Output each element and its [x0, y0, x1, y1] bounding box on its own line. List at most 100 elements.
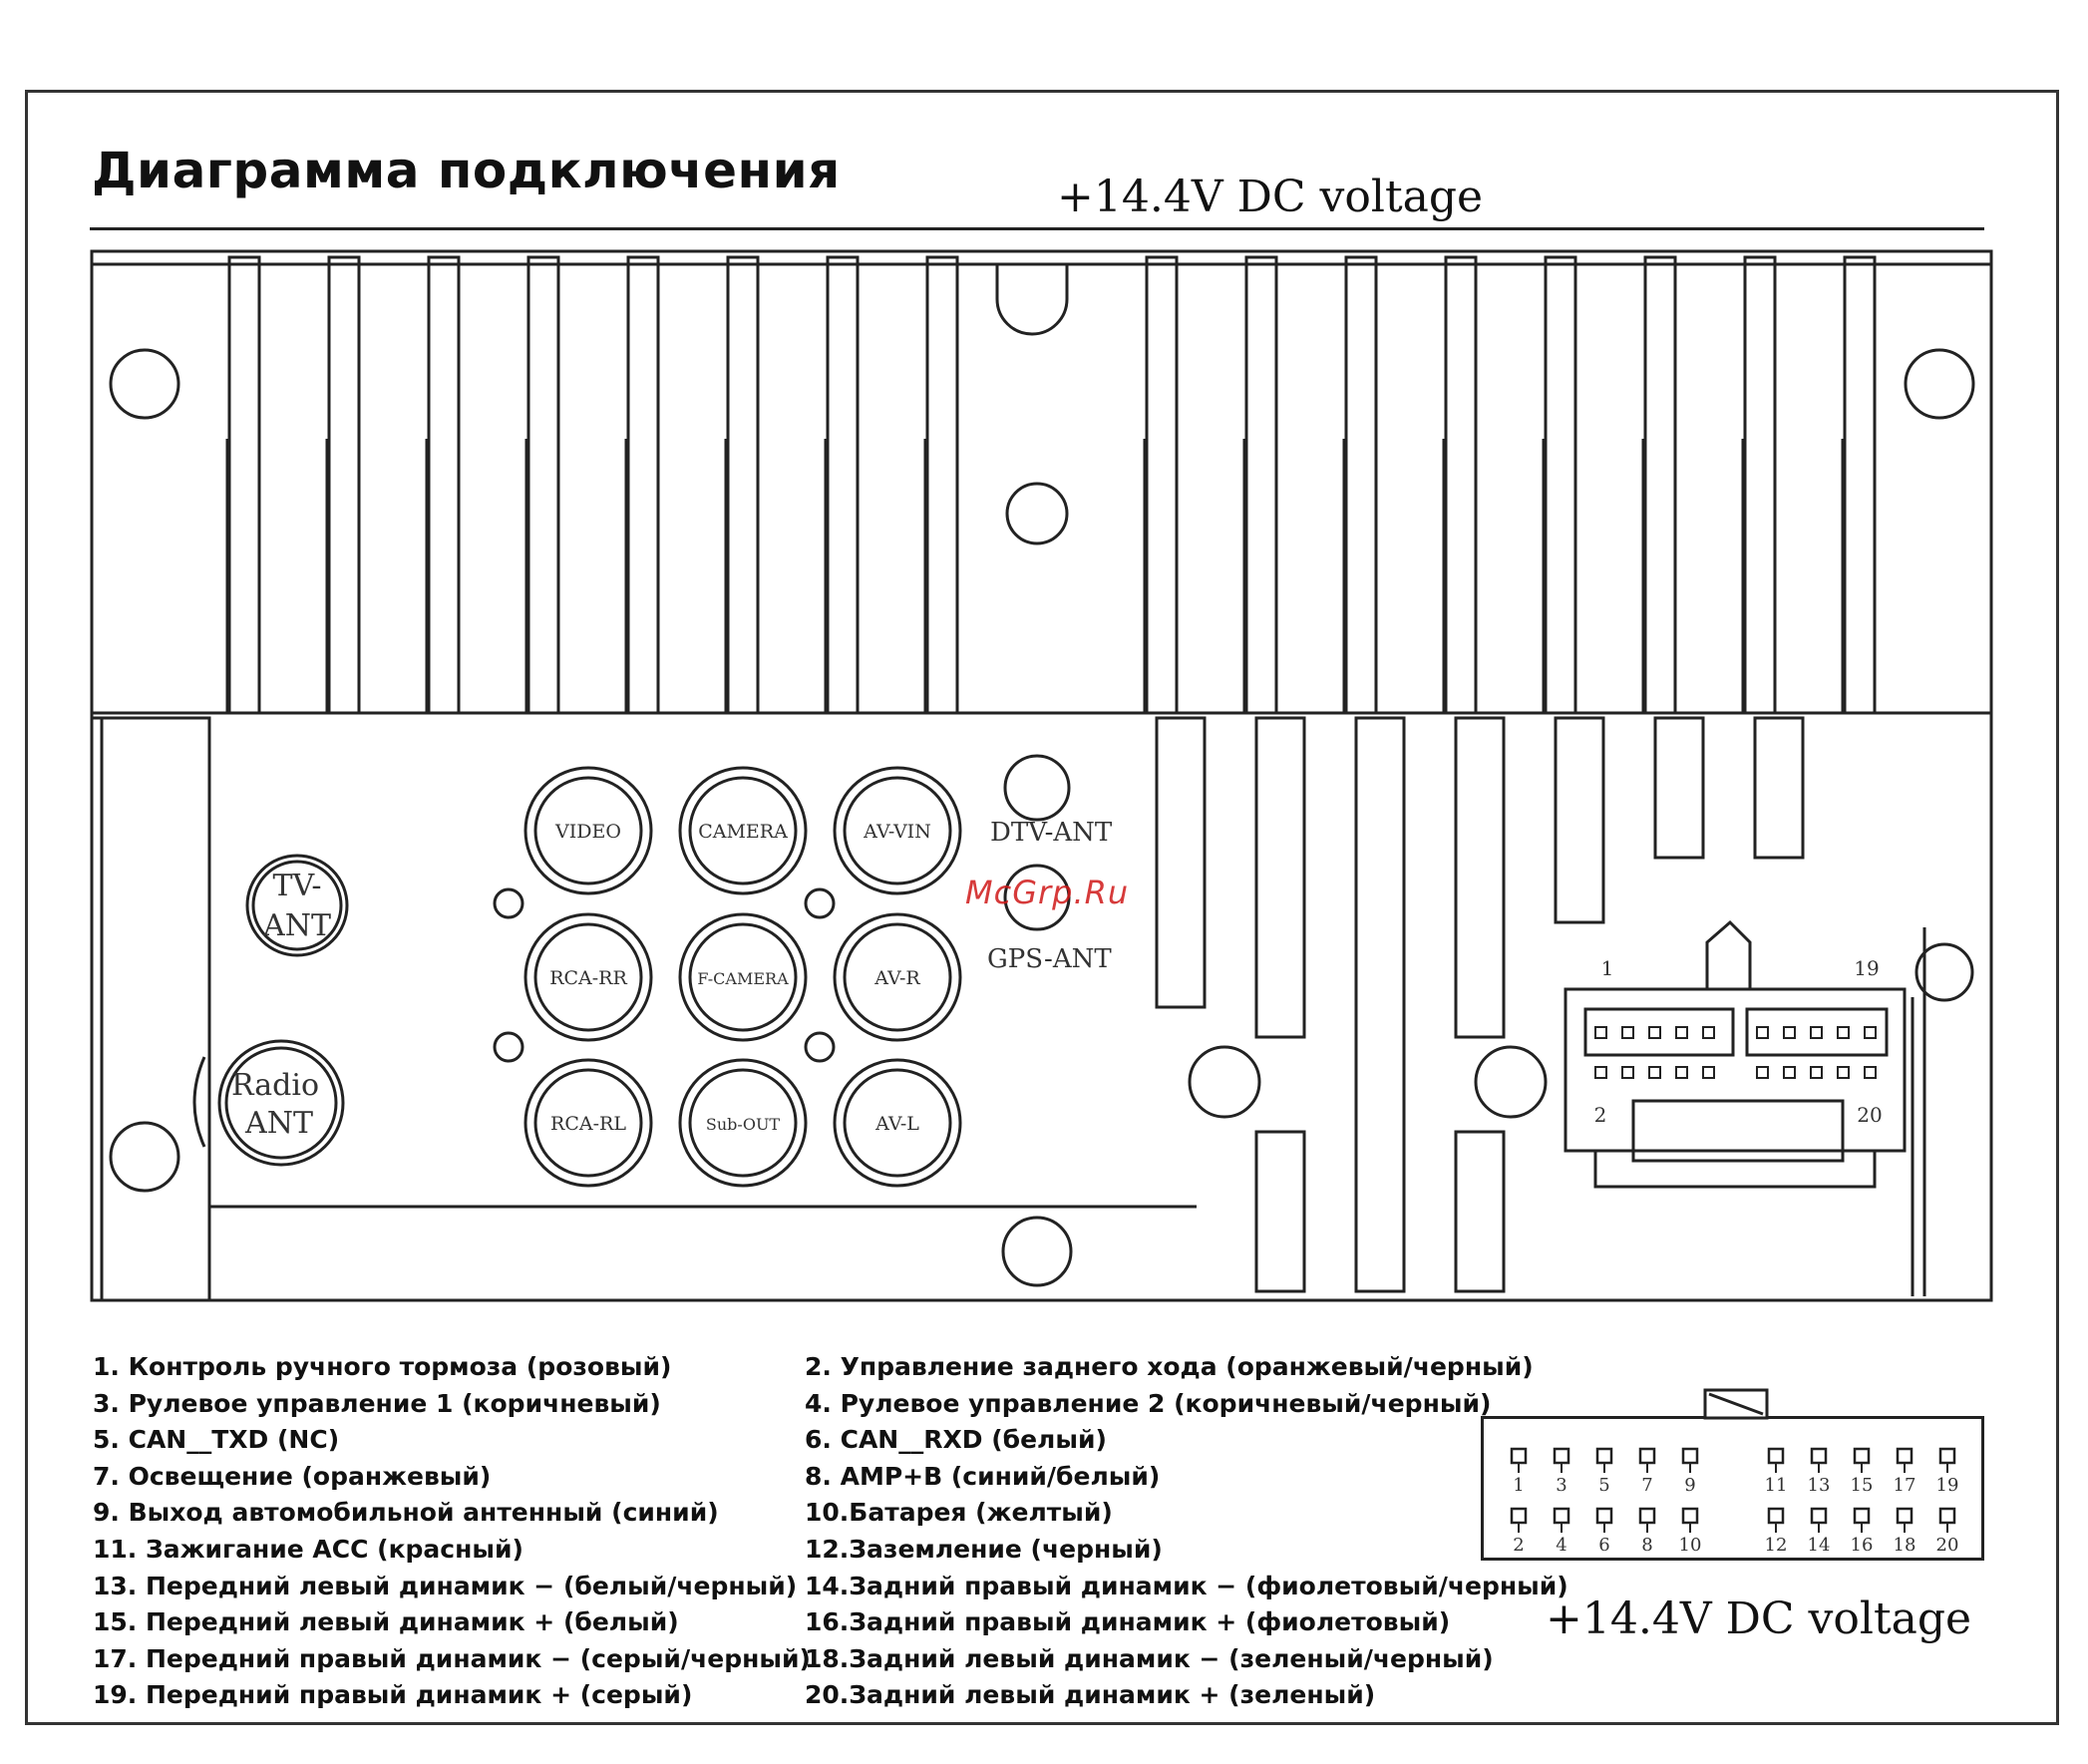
legend-item: 8. AMP+B (синий/белый)	[805, 1461, 1161, 1491]
pinout-pin	[1767, 1507, 1785, 1525]
rca-jack-outer	[833, 766, 962, 895]
radio-ant-label: ANT	[244, 1106, 313, 1141]
pinout-pin-number: 3	[1556, 1475, 1566, 1496]
lower-fin	[1254, 1130, 1306, 1293]
legend-even-pins: 2. Управление заднего хода (оранжевый/че…	[805, 1349, 1568, 1714]
pinout-pin-number: 4	[1556, 1535, 1566, 1556]
heatsink-fin	[826, 255, 860, 715]
voltage-label-top: +14.4V DC voltage	[1057, 172, 1484, 222]
lower-fin	[1254, 716, 1306, 1039]
connector-pin-number: 2	[1594, 1103, 1607, 1127]
heatsink-fin	[1444, 255, 1478, 715]
legend-item: 4. Рулевое управление 2 (коричневый/черн…	[805, 1388, 1492, 1418]
legend-odd-pins: 1. Контроль ручного тормоза (розовый)3. …	[93, 1349, 811, 1714]
rca-jack-inner	[843, 1068, 952, 1178]
legend-item: 6. CAN__RXD (белый)	[805, 1425, 1107, 1455]
connector-pin	[1621, 1066, 1634, 1079]
rca-jack-inner	[533, 1068, 643, 1178]
pinout-pin	[1810, 1447, 1828, 1465]
pinout-pin-number: 13	[1808, 1475, 1831, 1496]
pinout-pin	[1595, 1507, 1613, 1525]
pinout-pin	[1767, 1447, 1785, 1465]
rca-jack-label: AV-L	[874, 1113, 919, 1135]
rca-jack-outer	[523, 912, 653, 1042]
pinout-pin-number: 19	[1936, 1475, 1959, 1496]
pinout-pin	[1638, 1507, 1656, 1525]
connector-pin	[1756, 1066, 1769, 1079]
pinout-pin	[1553, 1447, 1570, 1465]
heatsink-fin	[227, 255, 261, 715]
connector-pin	[1702, 1066, 1715, 1079]
connector-pin	[1783, 1066, 1796, 1079]
heatsink-fin	[1544, 255, 1577, 715]
connector-pin	[1864, 1026, 1877, 1039]
pinout-pin	[1595, 1447, 1613, 1465]
legend-item: 12.Заземление (черный)	[805, 1534, 1163, 1564]
pinout-pin	[1896, 1507, 1914, 1525]
rca-jack-inner	[533, 922, 643, 1032]
connector-pin-number: 20	[1857, 1103, 1882, 1127]
rca-jack-outer	[833, 912, 962, 1042]
rca-jack-label: VIDEO	[554, 821, 621, 843]
connector-pin	[1756, 1026, 1769, 1039]
connector-pin	[1675, 1026, 1688, 1039]
connector-pin	[1810, 1066, 1823, 1079]
heatsink-fin	[1843, 255, 1877, 715]
legend-item: 3. Рулевое управление 1 (коричневый)	[93, 1388, 661, 1418]
pinout-pin	[1938, 1447, 1956, 1465]
rca-jack-label: RCA-RR	[549, 967, 627, 989]
pinout-pin	[1810, 1507, 1828, 1525]
rca-jack-outer	[833, 1058, 962, 1188]
lower-fin	[1554, 716, 1605, 924]
legend-item: 15. Передний левый динамик + (белый)	[93, 1607, 679, 1637]
radio-ant-label: Radio	[231, 1068, 319, 1103]
connector-pin	[1594, 1066, 1607, 1079]
pinout-pin	[1896, 1447, 1914, 1465]
rca-jack-label: AV-VIN	[863, 821, 931, 843]
pinout-pin-number: 20	[1936, 1535, 1959, 1556]
pinout-pin	[1681, 1447, 1699, 1465]
heatsink-fin	[1344, 255, 1378, 715]
legend-item: 5. CAN__TXD (NC)	[93, 1425, 340, 1455]
diagram-frame	[25, 90, 2059, 1725]
pinout-pin-number: 16	[1851, 1535, 1874, 1556]
pinout-pin-number: 9	[1684, 1475, 1695, 1496]
voltage-label-bottom: +14.4V DC voltage	[1546, 1593, 1972, 1644]
legend-item: 2. Управление заднего хода (оранжевый/че…	[805, 1352, 1534, 1381]
lower-fin	[1653, 716, 1705, 860]
pinout-pin-number: 11	[1765, 1475, 1788, 1496]
connector-pin	[1594, 1026, 1607, 1039]
pinout-pin	[1510, 1447, 1528, 1465]
lower-fin	[1753, 716, 1805, 860]
heatsink-fin	[1643, 255, 1677, 715]
rca-jack-label: AV-R	[873, 967, 920, 989]
legend-item: 18.Задний левый динамик − (зеленый/черны…	[805, 1643, 1494, 1673]
heatsink-fin	[626, 255, 660, 715]
rca-jack-label: CAMERA	[698, 821, 788, 843]
rca-jack-outer	[678, 912, 808, 1042]
heatsink-fin	[1145, 255, 1179, 715]
watermark: McGrp.Ru	[965, 874, 1130, 911]
rca-jack-outer	[523, 766, 653, 895]
lower-fin	[1454, 716, 1506, 1039]
lower-fin	[1454, 1130, 1506, 1293]
connector-pin-number: 1	[1601, 956, 1614, 980]
dtv-ant-label: DTV-ANT	[990, 818, 1113, 848]
rca-jack-label: RCA-RL	[550, 1113, 626, 1135]
pinout-pin	[1638, 1447, 1656, 1465]
legend-item: 9. Выход автомобильной антенный (синий)	[93, 1498, 719, 1528]
rca-jack-inner	[843, 776, 952, 885]
connector-pin	[1621, 1026, 1634, 1039]
connector-pin-number: 19	[1854, 956, 1879, 980]
rca-jack-outer	[523, 1058, 653, 1188]
pinout-pin-number: 12	[1765, 1535, 1788, 1556]
rca-jack-inner	[843, 922, 952, 1032]
connector-pin	[1837, 1026, 1850, 1039]
connector-pin	[1702, 1026, 1715, 1039]
rca-jack-outer	[678, 1058, 808, 1188]
pinout-pin	[1553, 1507, 1570, 1525]
pinout-pin-number: 8	[1641, 1535, 1652, 1556]
